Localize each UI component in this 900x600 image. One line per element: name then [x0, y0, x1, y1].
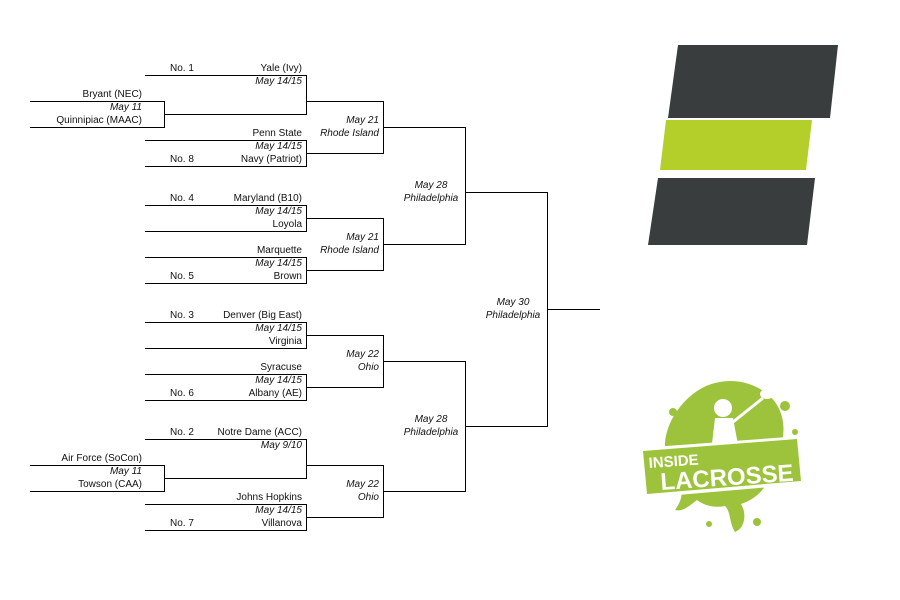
e-brand-logo	[648, 45, 838, 245]
bracket-line	[145, 400, 306, 401]
bracket-line	[145, 140, 306, 141]
team-name: Brown	[273, 271, 302, 282]
team-name: Johns Hopkins	[236, 492, 302, 503]
bracket-line	[383, 244, 466, 245]
game-date: May 28	[414, 414, 448, 425]
bracket-line	[145, 322, 306, 323]
bracket-line	[145, 166, 306, 167]
seed-label: No. 5	[170, 271, 194, 282]
team-name: Penn State	[252, 128, 302, 139]
game-date: May 14/15	[255, 206, 302, 217]
game-date: May 14/15	[255, 76, 302, 87]
game-date: May 22	[346, 349, 379, 360]
bracket-line	[465, 192, 548, 193]
game-site: Rhode Island	[320, 245, 379, 256]
game-date: May 14/15	[255, 375, 302, 386]
game-site: Ohio	[357, 362, 379, 373]
e-logo-bottom-bar	[648, 178, 815, 245]
bracket-line	[145, 257, 306, 258]
bracket-line	[383, 127, 466, 128]
team-name: Denver (Big East)	[223, 310, 302, 321]
bracket-line	[306, 335, 384, 336]
bracket-line	[306, 75, 307, 115]
team-name: Quinnipiac (MAAC)	[56, 115, 142, 126]
bracket-line	[383, 491, 466, 492]
bracket-line	[30, 465, 164, 466]
seed-label: No. 6	[170, 388, 194, 399]
bracket-line	[306, 465, 384, 466]
game-site: Philadelphia	[403, 193, 459, 204]
bracket-line	[145, 530, 306, 531]
bracket-line	[145, 283, 306, 284]
bracket-line	[306, 101, 384, 102]
team-name: Virginia	[268, 336, 302, 347]
team-name: Syracuse	[260, 362, 302, 373]
logo-word-inside: INSIDE	[648, 452, 699, 472]
team-name: Albany (AE)	[248, 388, 302, 399]
team-name: Loyola	[272, 219, 302, 230]
team-name: Yale (Ivy)	[260, 63, 303, 74]
bracket-line	[306, 517, 384, 518]
seed-label: No. 1	[170, 63, 194, 74]
game-site: Rhode Island	[320, 128, 379, 139]
bracket-line	[306, 439, 307, 479]
bracket-line	[306, 270, 384, 271]
team-name: Air Force (SoCon)	[61, 453, 142, 464]
bracket-line	[465, 127, 466, 245]
bracket-line	[145, 374, 306, 375]
team-name: Towson (CAA)	[78, 479, 142, 490]
game-date: May 14/15	[255, 323, 302, 334]
bracket-line	[145, 348, 306, 349]
game-date: May 11	[109, 102, 142, 113]
game-date: May 21	[346, 115, 379, 126]
champion-line	[547, 309, 600, 310]
team-name: Villanova	[261, 518, 302, 529]
game-date: May 9/10	[260, 440, 302, 451]
seed-label: No. 8	[170, 154, 194, 165]
bracket-line	[145, 75, 306, 76]
bracket-line	[30, 127, 164, 128]
game-date: May 21	[346, 232, 379, 243]
seed-label: No. 2	[170, 427, 194, 438]
game-date: May 14/15	[255, 141, 302, 152]
bracket-line	[465, 426, 548, 427]
game-site: Philadelphia	[403, 427, 459, 438]
seed-label: No. 3	[170, 310, 194, 321]
bracket-line	[306, 153, 384, 154]
bracket-line	[30, 101, 164, 102]
team-name: Marquette	[256, 245, 302, 256]
bracket-line	[164, 114, 306, 115]
seed-label: No. 7	[170, 518, 194, 529]
bracket-line	[145, 231, 306, 232]
bracket-line	[306, 218, 384, 219]
bracket-line	[30, 491, 164, 492]
team-name: Bryant (NEC)	[82, 89, 142, 100]
e-logo-middle-bar	[660, 120, 812, 170]
e-logo-top-bar	[668, 45, 838, 118]
game-date: May 14/15	[255, 505, 302, 516]
final-site: Philadelphia	[485, 310, 541, 321]
bracket-line	[145, 205, 306, 206]
bracket-line	[145, 504, 306, 505]
team-name: Navy (Patriot)	[240, 154, 302, 165]
inside-lacrosse-logo: INSIDE LACROSSE	[639, 380, 805, 532]
game-date: May 28	[414, 180, 448, 191]
bracket-line	[306, 387, 384, 388]
final-date: May 30	[496, 297, 530, 308]
bracket-line	[145, 439, 306, 440]
seed-label: No. 4	[170, 193, 194, 204]
team-name: Notre Dame (ACC)	[217, 427, 302, 438]
team-name: Maryland (B10)	[233, 193, 302, 204]
game-site: Ohio	[357, 492, 379, 503]
game-date: May 14/15	[255, 258, 302, 269]
bracket-line	[164, 478, 306, 479]
game-date: May 11	[109, 466, 142, 477]
bracket-line	[383, 361, 466, 362]
game-date: May 22	[346, 479, 379, 490]
logo-banner-inner	[643, 439, 801, 494]
